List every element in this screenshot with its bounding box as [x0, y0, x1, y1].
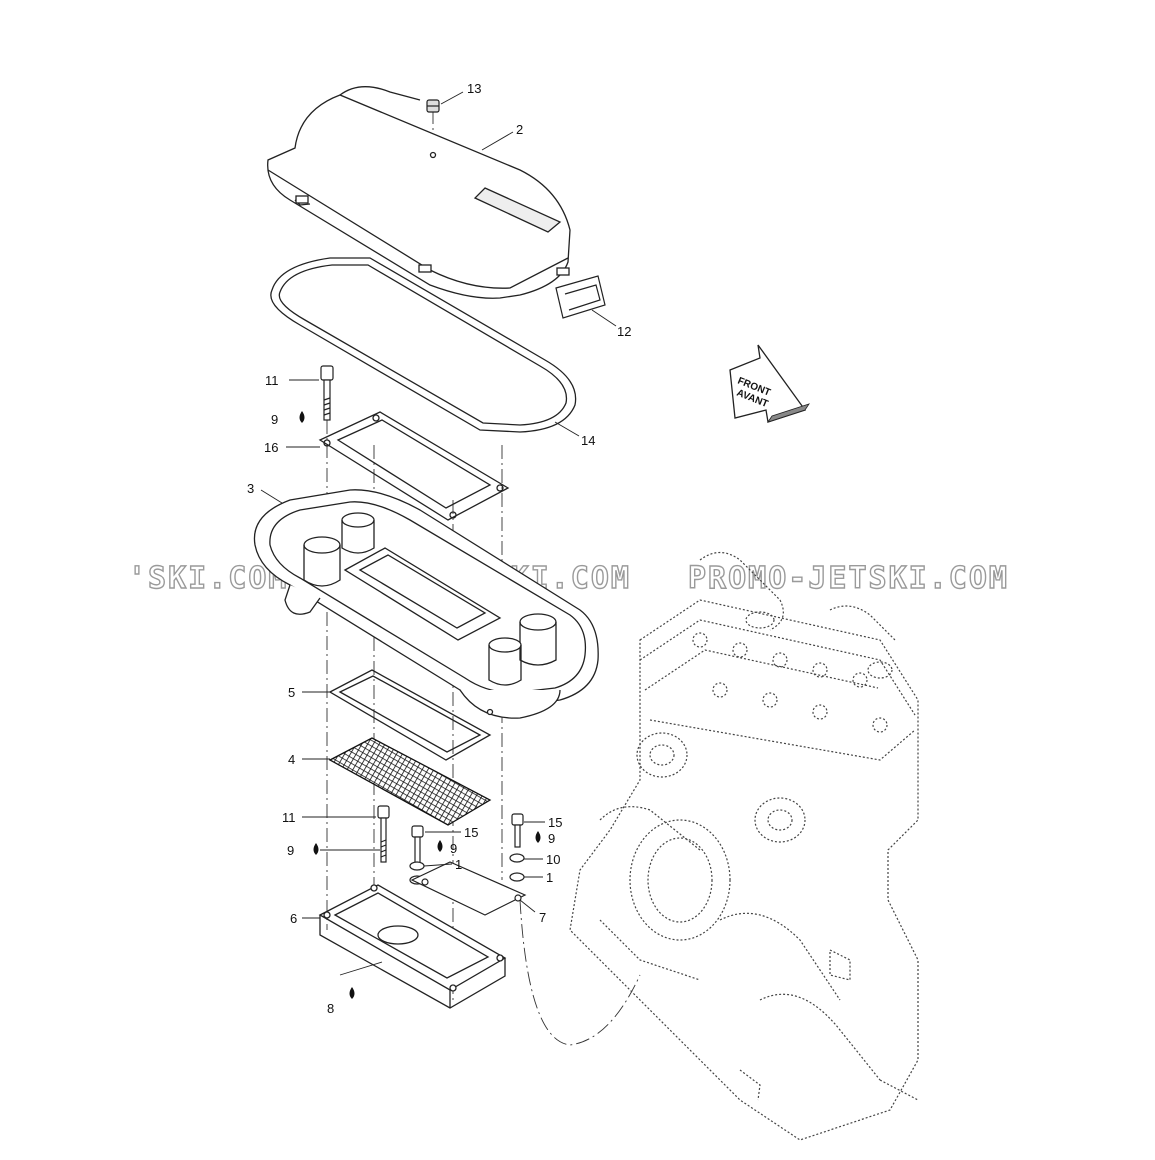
callout-16: 16 — [264, 440, 278, 455]
callout-15-right: 15 — [548, 815, 562, 830]
callout-9-lower-left: 9 — [287, 843, 294, 858]
callout-5: 5 — [288, 685, 295, 700]
screw-part-11-upper — [320, 365, 334, 421]
housing-part-3 — [253, 489, 599, 719]
callout-13: 13 — [467, 81, 481, 96]
drop-icon-3 — [437, 840, 443, 852]
callout-9-right: 9 — [548, 831, 555, 846]
plug-part-13 — [426, 99, 440, 113]
drop-icon-1 — [299, 411, 305, 423]
callout-14: 14 — [581, 433, 595, 448]
callout-11-lower: 11 — [282, 810, 296, 825]
callout-8: 8 — [327, 1001, 334, 1016]
watermark-text-1: 'SKI.COM — [128, 561, 289, 596]
callout-2: 2 — [516, 122, 523, 137]
cover-part-2 — [267, 86, 571, 299]
drop-icon-2 — [313, 843, 319, 855]
callout-9-middle: 9 — [450, 841, 457, 856]
gasket-part-16 — [318, 411, 510, 521]
gasket-part-14 — [270, 257, 577, 433]
drop-icon-5 — [349, 987, 355, 999]
callout-4: 4 — [288, 752, 295, 767]
callout-1-left: 1 — [455, 857, 462, 872]
screw-part-15 — [411, 813, 524, 864]
screw-part-11-lower — [377, 805, 390, 863]
front-arrow: FRONT AVANT — [729, 344, 810, 423]
clip-part-12 — [555, 275, 606, 319]
base-part-6 — [318, 884, 507, 1009]
callout-7: 7 — [539, 910, 546, 925]
watermark: 'SKI.COM PROMO-JETSKI.COM PROMO-JETSKI.C… — [127, 560, 1009, 596]
callout-3: 3 — [247, 481, 254, 496]
gasket-part-5 — [328, 669, 492, 761]
callout-1-right: 1 — [546, 870, 553, 885]
engine-outline — [569, 551, 919, 1141]
leader-lines — [260, 91, 617, 976]
callout-15-left: 15 — [464, 825, 478, 840]
drop-icon-4 — [535, 831, 541, 843]
watermark-text-3: PROMO-JETSKI.COM — [688, 561, 1009, 596]
callout-11-upper: 11 — [265, 373, 279, 388]
bracket-part-7 — [410, 861, 527, 916]
callout-12: 12 — [617, 324, 631, 339]
callout-labels: 13 2 12 11 9 14 16 3 5 4 11 9 15 9 1 15 … — [247, 81, 631, 1016]
filter-part-4 — [328, 737, 492, 826]
callout-10: 10 — [546, 852, 560, 867]
callout-9-upper: 9 — [271, 412, 278, 427]
callout-6: 6 — [290, 911, 297, 926]
drop-icons — [299, 411, 541, 999]
